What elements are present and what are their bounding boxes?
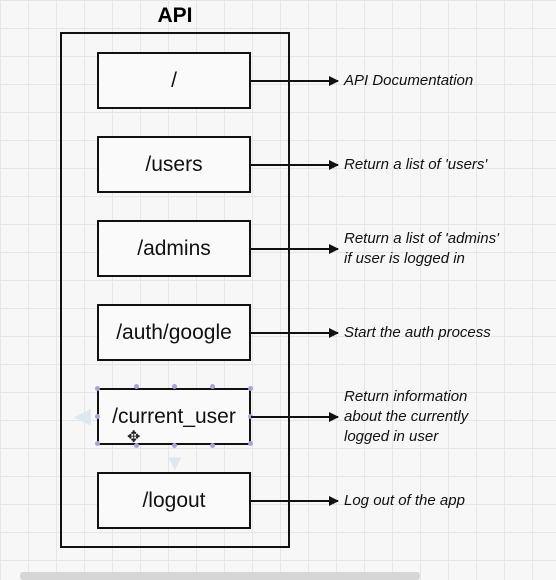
route-description-root: API Documentation bbox=[344, 71, 473, 91]
route-box-users[interactable]: /users bbox=[97, 136, 251, 193]
resize-handle[interactable] bbox=[95, 414, 100, 419]
description-line: Return a list of 'admins' bbox=[344, 230, 499, 247]
resize-handle[interactable] bbox=[210, 443, 215, 448]
description-line: Return a list of 'users' bbox=[344, 156, 488, 173]
route-box-logout[interactable]: /logout bbox=[97, 472, 251, 529]
route-description-logout: Log out of the app bbox=[344, 491, 465, 511]
description-line: Start the auth process bbox=[344, 324, 491, 341]
route-label: /users bbox=[145, 152, 203, 176]
resize-handle[interactable] bbox=[134, 384, 139, 389]
horizontal-scrollbar[interactable] bbox=[20, 572, 420, 580]
resize-handle[interactable] bbox=[172, 443, 177, 448]
route-description-auth-google: Start the auth process bbox=[344, 323, 491, 343]
api-title: API bbox=[157, 4, 193, 27]
resize-handle[interactable] bbox=[134, 443, 139, 448]
route-box-root[interactable]: / bbox=[97, 52, 251, 109]
route-label: /logout bbox=[142, 488, 206, 512]
down-arrow-hint-icon[interactable]: ▼ bbox=[164, 450, 186, 475]
resize-handle[interactable] bbox=[248, 414, 253, 419]
resize-handle[interactable] bbox=[210, 384, 215, 389]
description-line: Log out of the app bbox=[344, 492, 465, 509]
description-line: Return information bbox=[344, 388, 468, 405]
route-description-admins: Return a list of 'admins' if user is log… bbox=[344, 229, 499, 269]
route-box-current-user[interactable]: /current_user bbox=[97, 388, 251, 445]
resize-handle[interactable] bbox=[248, 386, 253, 391]
description-line: API Documentation bbox=[344, 72, 474, 89]
route-description-current-user: Return information about the currently l… bbox=[344, 387, 468, 447]
description-line: if user is logged in bbox=[344, 250, 465, 267]
description-line: logged in user bbox=[344, 428, 439, 445]
route-description-users: Return a list of 'users' bbox=[344, 155, 487, 175]
route-box-admins[interactable]: /admins bbox=[97, 220, 251, 277]
resize-handle[interactable] bbox=[95, 441, 100, 446]
route-box-auth-google[interactable]: /auth/google bbox=[97, 304, 251, 361]
resize-handle[interactable] bbox=[172, 384, 177, 389]
left-arrow-hint-icon[interactable]: ◀ bbox=[74, 403, 91, 428]
resize-handle[interactable] bbox=[95, 386, 100, 391]
route-label: /admins bbox=[137, 236, 211, 260]
api-container bbox=[60, 32, 290, 548]
description-line: about the currently bbox=[344, 408, 469, 425]
route-label: /auth/google bbox=[116, 320, 232, 344]
route-label: / bbox=[171, 68, 177, 92]
move-cursor-icon: ✥ bbox=[127, 429, 141, 446]
resize-handle[interactable] bbox=[248, 441, 253, 446]
route-label: /current_user bbox=[112, 404, 236, 428]
